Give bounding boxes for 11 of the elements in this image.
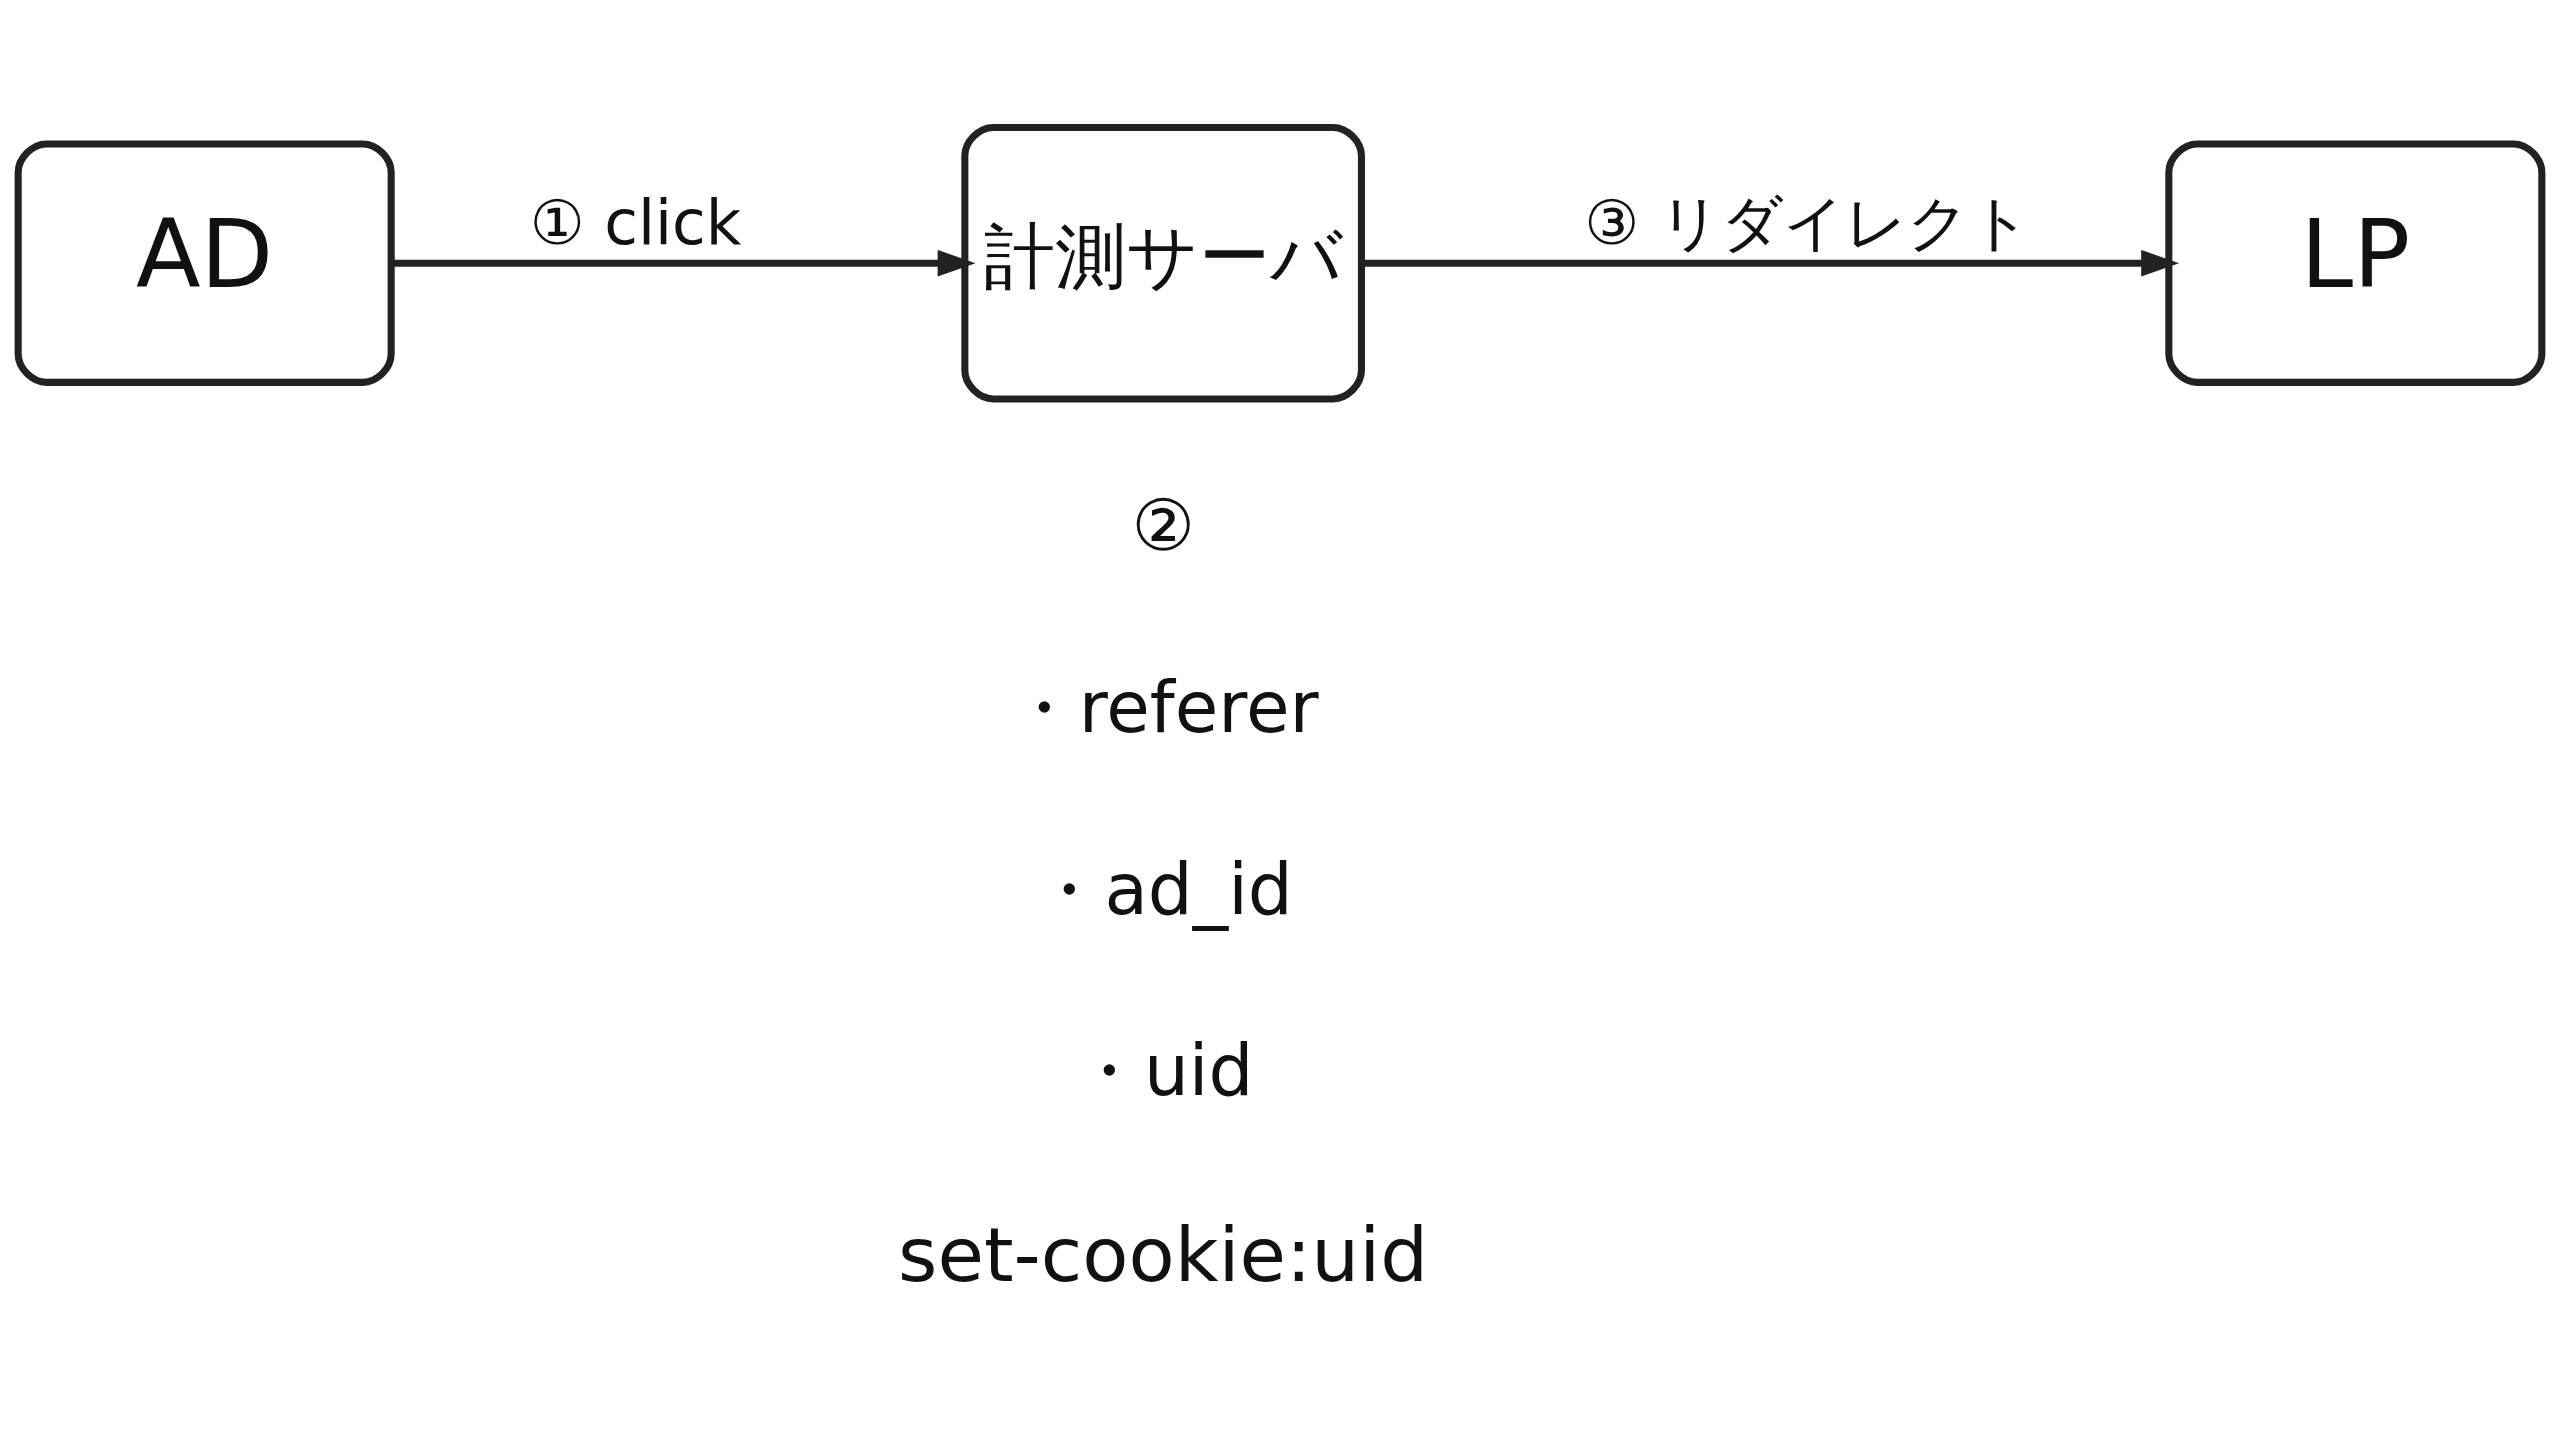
edge-label: ③ リダイレクト: [1584, 186, 2031, 258]
node-box: LP: [2165, 140, 2546, 386]
edge-label: ① click: [529, 186, 742, 258]
node-box: 計測サーバ: [961, 123, 1365, 403]
arrow: [392, 249, 976, 277]
node-box: AD: [14, 140, 395, 386]
label: ②: [1131, 484, 1195, 568]
label: ・referer: [1007, 665, 1319, 749]
label: ・uid: [1072, 1029, 1254, 1113]
label: ・ad_id: [1033, 847, 1293, 931]
label: set-cookie:uid: [898, 1210, 1429, 1299]
